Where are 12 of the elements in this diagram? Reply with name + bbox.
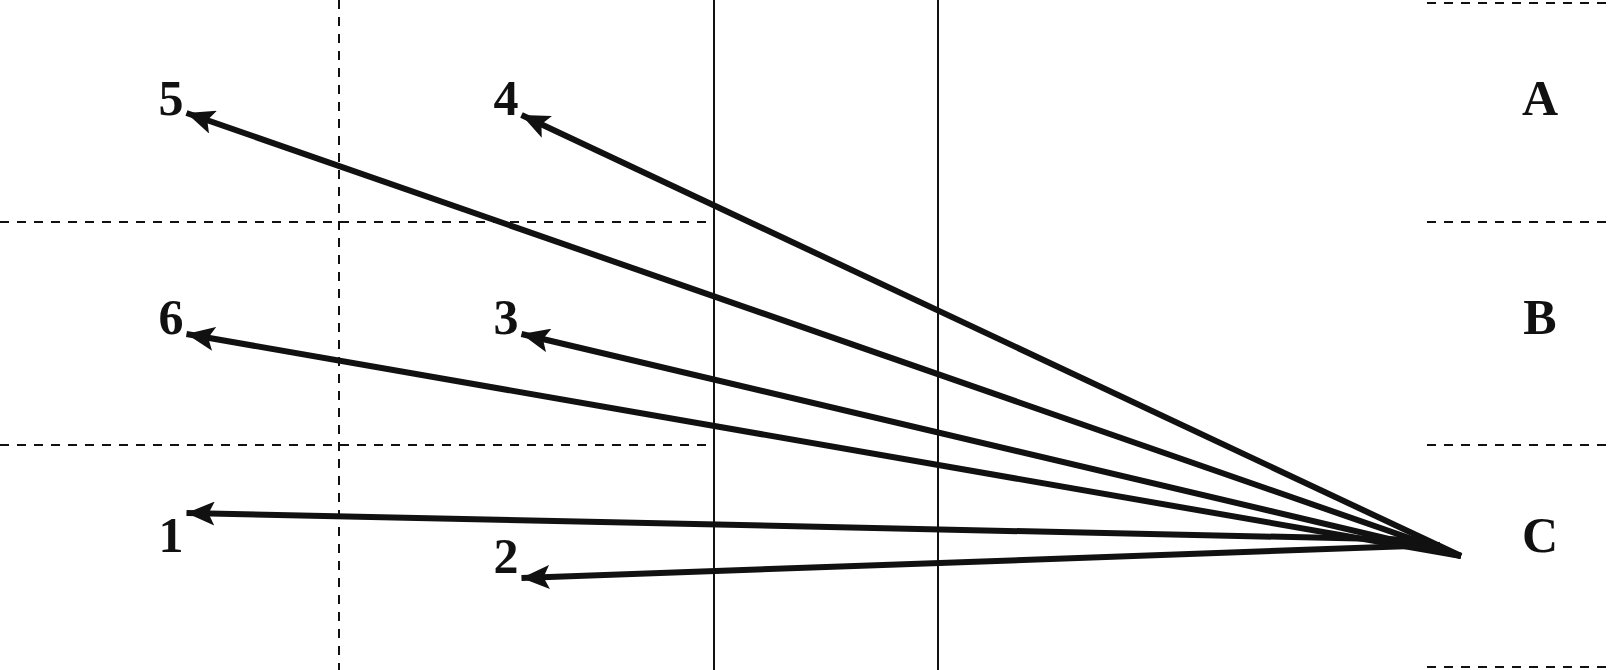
grid-label: 5 [155,76,187,120]
grid-label: 2 [490,534,522,578]
arrow [520,328,1462,559]
arrow [186,327,1462,559]
grid-label: B [1520,295,1560,339]
grid-label: 3 [490,295,522,339]
grid-label: 1 [155,513,187,557]
grid-label: 6 [155,295,187,339]
arrow [521,542,1441,589]
grid-label: 4 [490,76,522,120]
grid-label: A [1518,76,1562,120]
grid-label: C [1518,513,1562,557]
